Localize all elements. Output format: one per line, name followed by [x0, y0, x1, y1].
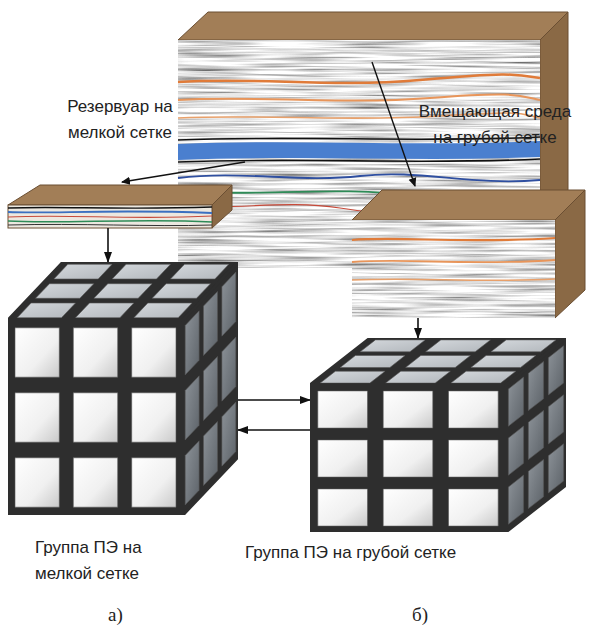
cube-top-cell: [426, 340, 491, 352]
horizon: [8, 211, 212, 213]
host-front: [352, 220, 555, 318]
cube-top-cell: [17, 303, 75, 318]
cube-front-cell: [132, 393, 176, 442]
horizon: [8, 221, 212, 222]
cube-side-cell: [185, 441, 199, 505]
cube-side-cell: [508, 475, 523, 524]
cube-side-cell: [204, 357, 218, 421]
flow-arrow: [238, 429, 310, 431]
cube-front-cell: [73, 458, 117, 507]
element-cube: [8, 262, 238, 515]
cube-top-cell: [94, 284, 152, 299]
cube-side-cell: [222, 337, 236, 401]
cube-front-cell: [383, 489, 433, 526]
cube-front-cell: [15, 393, 59, 442]
cube-side-cell: [222, 272, 236, 336]
cube-front-cell: [449, 440, 499, 477]
horizon: [178, 75, 540, 84]
horizon: [178, 174, 540, 181]
cube-top-cell: [36, 284, 94, 299]
element-group: Группа ПЭ на грубой сетке: [310, 338, 566, 532]
flow-arrow: [238, 399, 310, 401]
cube-front-frame: [8, 320, 183, 515]
horizon: [8, 207, 212, 208]
cube-top-cell: [406, 356, 471, 368]
cube-side-cell: [548, 395, 563, 444]
flow-arrow: [417, 318, 419, 338]
cube-side-frame: [183, 262, 238, 515]
cube-front-cell: [318, 489, 368, 526]
block-top: [178, 12, 568, 40]
reservoir-slab: [8, 185, 232, 228]
cube-top-cell: [360, 340, 425, 352]
cube-front-cell: [449, 489, 499, 526]
horizon: [178, 94, 540, 100]
cube-side-cell: [548, 346, 563, 395]
cube-side-cell: [508, 377, 523, 426]
element-cube: [310, 338, 566, 532]
cube-front-cell: [449, 391, 499, 428]
cube-side-cell: [528, 361, 543, 410]
block-label: Вмещающая среда на грубой сетке: [415, 99, 575, 150]
cube-top-cell: [134, 303, 192, 318]
cube-front-cell: [318, 440, 368, 477]
cube-front-cell: [15, 458, 59, 507]
slab-side: [212, 185, 232, 228]
subfigure-label: а): [108, 604, 123, 626]
cube-side-cell: [508, 426, 523, 475]
host-block: [352, 190, 585, 318]
cube-top-cell: [54, 264, 112, 279]
horizon: [352, 238, 555, 240]
cube-top-cell: [471, 356, 536, 368]
cube-top-cell: [152, 284, 210, 299]
cube-front-cell: [132, 458, 176, 507]
subfigure-label: б): [412, 604, 428, 626]
slab-top: [8, 185, 232, 205]
cube-front-cell: [318, 391, 368, 428]
cube-top-cell: [320, 371, 385, 383]
cube-top-cell: [491, 340, 556, 352]
horizon: [352, 279, 555, 280]
cube-front-frame: [310, 385, 506, 532]
host-side: [555, 190, 585, 318]
horizon: [8, 224, 212, 225]
cube-side-cell: [204, 292, 218, 356]
cube-side-cell: [528, 459, 543, 508]
cube-side-cell: [548, 444, 563, 493]
cube-side-cell: [222, 402, 236, 466]
block-label: Резервуар на мелкой сетке: [55, 94, 185, 145]
cube-top-cell: [386, 371, 451, 383]
horizon: [8, 216, 212, 217]
cube-top-cell: [340, 356, 405, 368]
cube-front-cell: [73, 393, 117, 442]
cube-front-cell: [383, 391, 433, 428]
cube-top-cell: [171, 264, 229, 279]
cube-side-cell: [185, 376, 199, 440]
cube-side-cell: [204, 422, 218, 486]
cube-front-cell: [15, 328, 59, 377]
cube-front-cell: [73, 328, 117, 377]
group-caption: Группа ПЭ на мелкой сетке: [35, 535, 160, 586]
cube-front-cell: [132, 328, 176, 377]
split-arrow: [122, 162, 245, 182]
slab-front: [8, 205, 212, 228]
grid-block: Резервуар на мелкой сетке: [8, 185, 232, 228]
grid-block: Вмещающая среда на грубой сетке: [352, 190, 585, 318]
split-arrow: [372, 62, 415, 186]
cube-side-cell: [185, 311, 199, 375]
element-group: Группа ПЭ на мелкой сетке: [8, 262, 238, 515]
cube-top-cell: [112, 264, 170, 279]
cube-front-cell: [383, 440, 433, 477]
cube-top-cell: [451, 371, 516, 383]
cube-side-frame: [506, 338, 566, 532]
horizon: [178, 159, 540, 162]
flow-arrow: [107, 228, 109, 262]
group-caption: Группа ПЭ на грубой сетке: [245, 540, 456, 566]
horizon: [352, 260, 555, 262]
cube-side-cell: [528, 410, 543, 459]
cube-top-cell: [76, 303, 134, 318]
host-top: [352, 190, 585, 220]
